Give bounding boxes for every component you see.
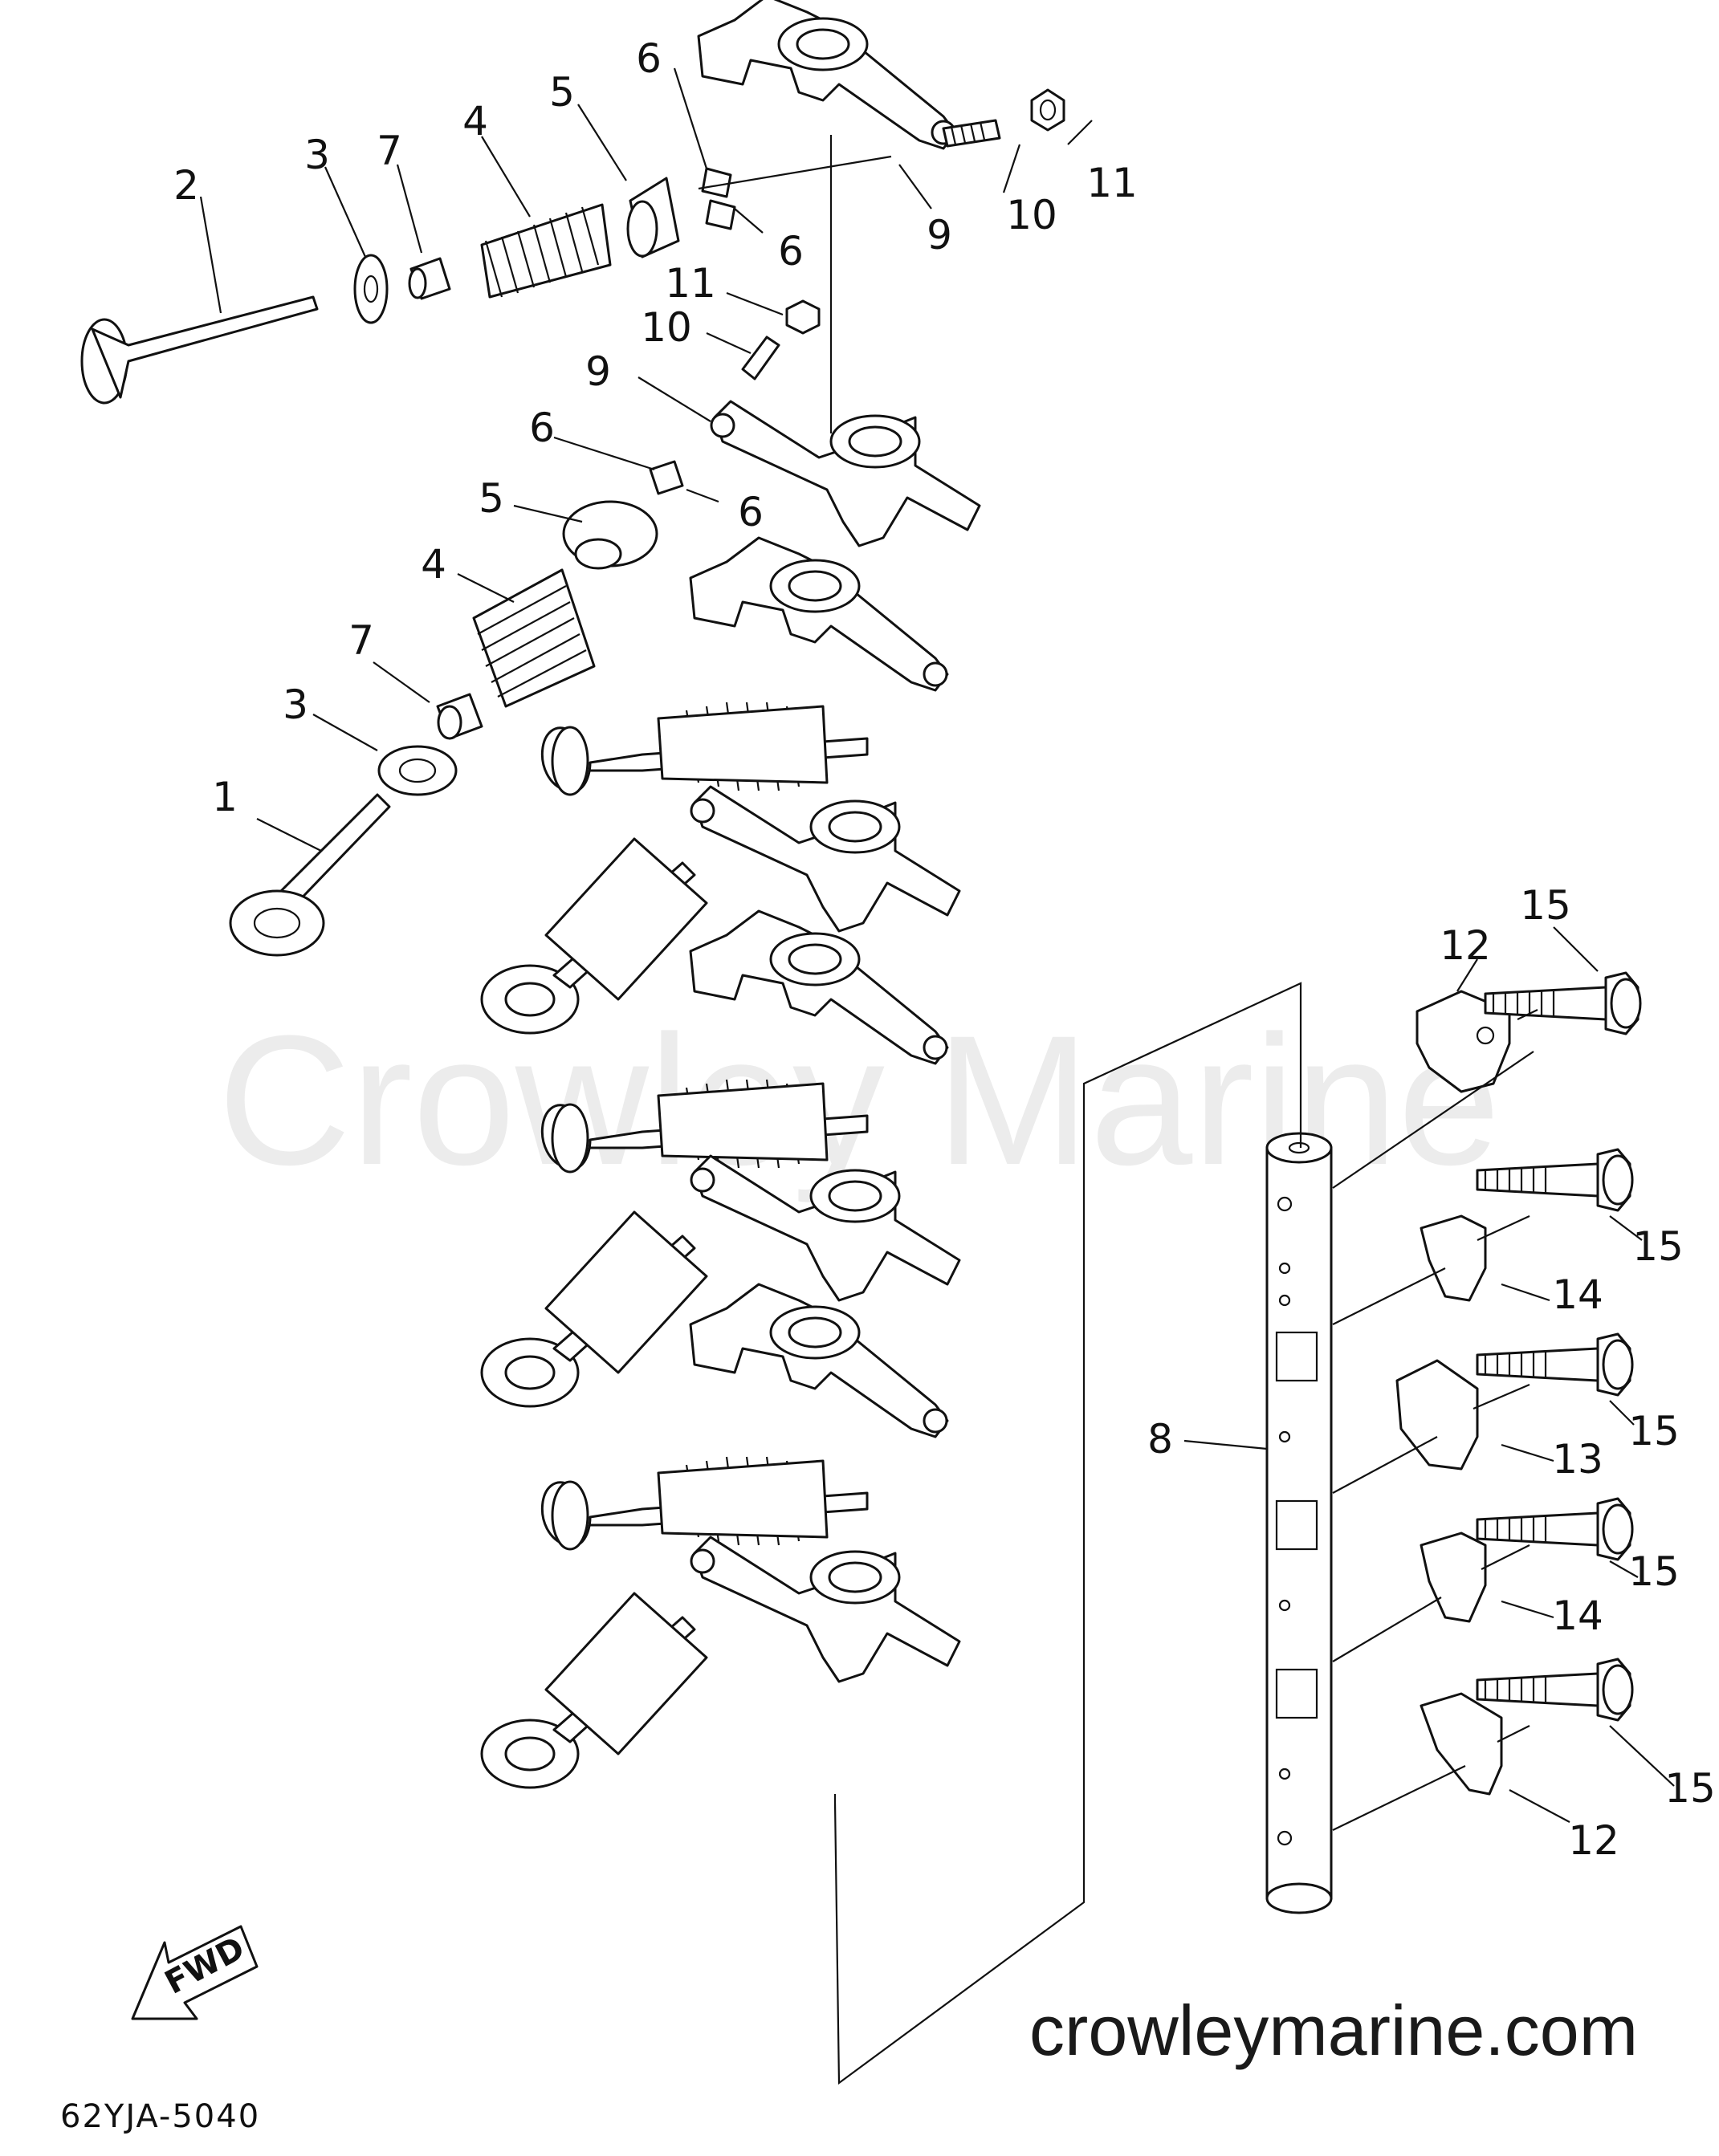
callout-12-upper: 12 xyxy=(1440,922,1491,969)
callout-11-upper: 11 xyxy=(1086,160,1138,206)
rocker-shaft-8 xyxy=(1265,1132,1333,1914)
forward-direction-arrow: FWD xyxy=(131,1925,259,2020)
shaft-support-12-bottom xyxy=(1420,1692,1503,1796)
cotter-6-upper-a xyxy=(701,167,732,198)
callout-3-upper: 3 xyxy=(304,132,330,178)
footer-url: crowleymarine.com xyxy=(1029,1991,1638,2070)
shaft-support-14-lower xyxy=(1420,1532,1487,1623)
callout-9-lower: 9 xyxy=(585,348,611,395)
callout-7-lower: 7 xyxy=(348,617,374,664)
nut-11-top xyxy=(1030,88,1065,132)
nut-11-second xyxy=(785,299,821,335)
callout-15-4: 15 xyxy=(1628,1548,1680,1595)
callout-7-upper: 7 xyxy=(377,128,402,174)
callout-11-lower: 11 xyxy=(665,260,716,307)
valve-assembly-7 xyxy=(540,1455,869,1551)
adjust-screw-10-second xyxy=(741,336,780,380)
callout-15-3: 15 xyxy=(1628,1408,1680,1454)
callout-15-1: 15 xyxy=(1520,882,1571,929)
callout-3-lower: 3 xyxy=(283,681,308,728)
spring-4-upper xyxy=(480,203,612,299)
valve-1-head xyxy=(229,889,325,957)
callout-leaders xyxy=(199,67,1675,1823)
shaft-support-12-top xyxy=(1416,990,1511,1093)
rocker-arm-7 xyxy=(689,1283,949,1438)
callout-6-lower-bottom: 6 xyxy=(738,489,764,535)
shaft-support-14-upper xyxy=(1420,1214,1487,1302)
callout-4-upper: 4 xyxy=(462,98,488,144)
bolt-15-4 xyxy=(1476,1497,1634,1561)
callout-9-upper: 9 xyxy=(927,212,952,258)
callout-15-2: 15 xyxy=(1632,1223,1684,1270)
valve-assembly-3 xyxy=(540,701,869,796)
rocker-arm-9-top xyxy=(697,0,957,150)
callout-6-upper-bottom: 6 xyxy=(778,228,804,275)
rocker-arm-3 xyxy=(689,536,949,692)
callout-4-lower: 4 xyxy=(421,541,446,588)
callout-1: 1 xyxy=(212,774,238,820)
spring-4-lower xyxy=(472,568,596,708)
valve-assembly-6 xyxy=(480,1210,708,1408)
callout-6-lower-top: 6 xyxy=(529,405,555,451)
diagram-code: 62YJA-5040 xyxy=(60,2098,260,2135)
callout-14-upper: 14 xyxy=(1552,1271,1603,1318)
shaft-support-13 xyxy=(1395,1359,1479,1471)
washer-3-upper xyxy=(353,254,389,324)
callout-5-upper: 5 xyxy=(549,69,575,116)
callout-10-lower: 10 xyxy=(641,304,692,351)
bolt-15-5 xyxy=(1476,1658,1634,1722)
callout-10-upper: 10 xyxy=(1006,192,1057,238)
bolt-15-3 xyxy=(1476,1332,1634,1397)
callout-12-lower: 12 xyxy=(1568,1817,1619,1864)
valve-2-stem-group xyxy=(80,167,736,405)
valve-2-stem xyxy=(91,295,319,399)
callout-2: 2 xyxy=(173,162,199,209)
valve-assembly-8 xyxy=(480,1592,708,1789)
callout-13: 13 xyxy=(1552,1436,1603,1483)
bolt-15-2 xyxy=(1476,1148,1634,1212)
adjust-screw-10-top xyxy=(942,119,1001,148)
callout-8: 8 xyxy=(1147,1416,1173,1462)
callout-6-upper-top: 6 xyxy=(636,35,662,82)
cotter-6-upper-b xyxy=(705,199,736,230)
washer-3-lower xyxy=(377,745,458,796)
rocker-arm-4 xyxy=(690,785,961,933)
assembly-lines xyxy=(698,135,1538,2085)
callout-14-lower: 14 xyxy=(1552,1593,1603,1639)
callout-5-lower: 5 xyxy=(479,475,504,522)
rocker-arm-8 xyxy=(690,1536,961,1683)
callout-15-5: 15 xyxy=(1664,1765,1716,1812)
cotter-6-lower-a xyxy=(649,460,684,495)
